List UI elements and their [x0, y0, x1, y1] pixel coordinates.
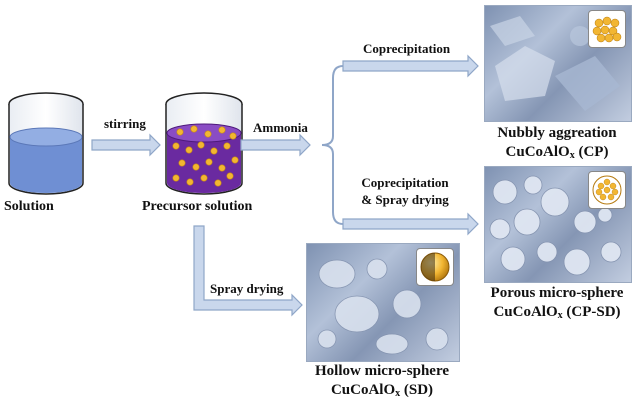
sem-texture-cpsd: [489, 175, 622, 276]
caption-cp: Nubbly aggreation CuCoAlOx (CP): [478, 124, 636, 162]
caption-cpsd-formula: CuCoAlOx (CP-SD): [493, 304, 621, 321]
precursor-beaker: [165, 92, 243, 195]
caption-sd-morphology: Hollow micro-sphere: [314, 363, 449, 379]
coprecip-spray-arrow: [342, 212, 479, 236]
spray-drying-label: Spray drying: [210, 281, 284, 296]
stirring-arrow: [91, 133, 161, 157]
caption-sd: Hollow micro-sphere CuCoAlOx (SD): [302, 362, 462, 400]
solution-liquid: [10, 137, 82, 193]
sem-image-cp: [484, 5, 632, 122]
spray-drying-arrow: [193, 225, 303, 317]
ammonia-arrow: [240, 133, 311, 157]
sem-image-cpsd: [484, 166, 632, 283]
caption-cp-formula: CuCoAlOx (CP): [505, 144, 609, 161]
hollow-sphere-icon: [416, 248, 454, 286]
ammonia-label: Ammonia: [253, 120, 308, 135]
branch-brace: [321, 65, 344, 225]
sem-texture-cp: [490, 16, 620, 111]
solution-label: Solution: [4, 199, 54, 214]
porous-sphere-icon: [588, 171, 626, 209]
precursor-particles: [172, 125, 239, 187]
solution-beaker: [8, 92, 84, 195]
sem-image-sd: [306, 243, 460, 362]
nubbly-particles-icon: [588, 10, 626, 48]
caption-cpsd-morphology: Porous micro-sphere: [490, 285, 624, 301]
coprecipitation-arrow: [342, 54, 479, 78]
coprecip-spray-line2: & Spray drying: [361, 192, 449, 207]
sem-texture-sd: [317, 258, 449, 355]
caption-sd-formula: CuCoAlOx (SD): [330, 382, 434, 399]
stirring-label: stirring: [104, 116, 146, 131]
caption-cp-morphology: Nubbly aggreation: [497, 125, 617, 141]
caption-cpsd: Porous micro-sphere CuCoAlOx (CP-SD): [474, 284, 639, 322]
coprecipitation-label: Coprecipitation: [363, 41, 451, 56]
precursor-label: Precursor solution: [142, 199, 253, 214]
precursor-liquid: [167, 133, 241, 193]
coprecip-spray-label: Coprecipitation & Spray drying: [350, 174, 460, 208]
coprecip-spray-line1: Coprecipitation: [361, 175, 449, 190]
